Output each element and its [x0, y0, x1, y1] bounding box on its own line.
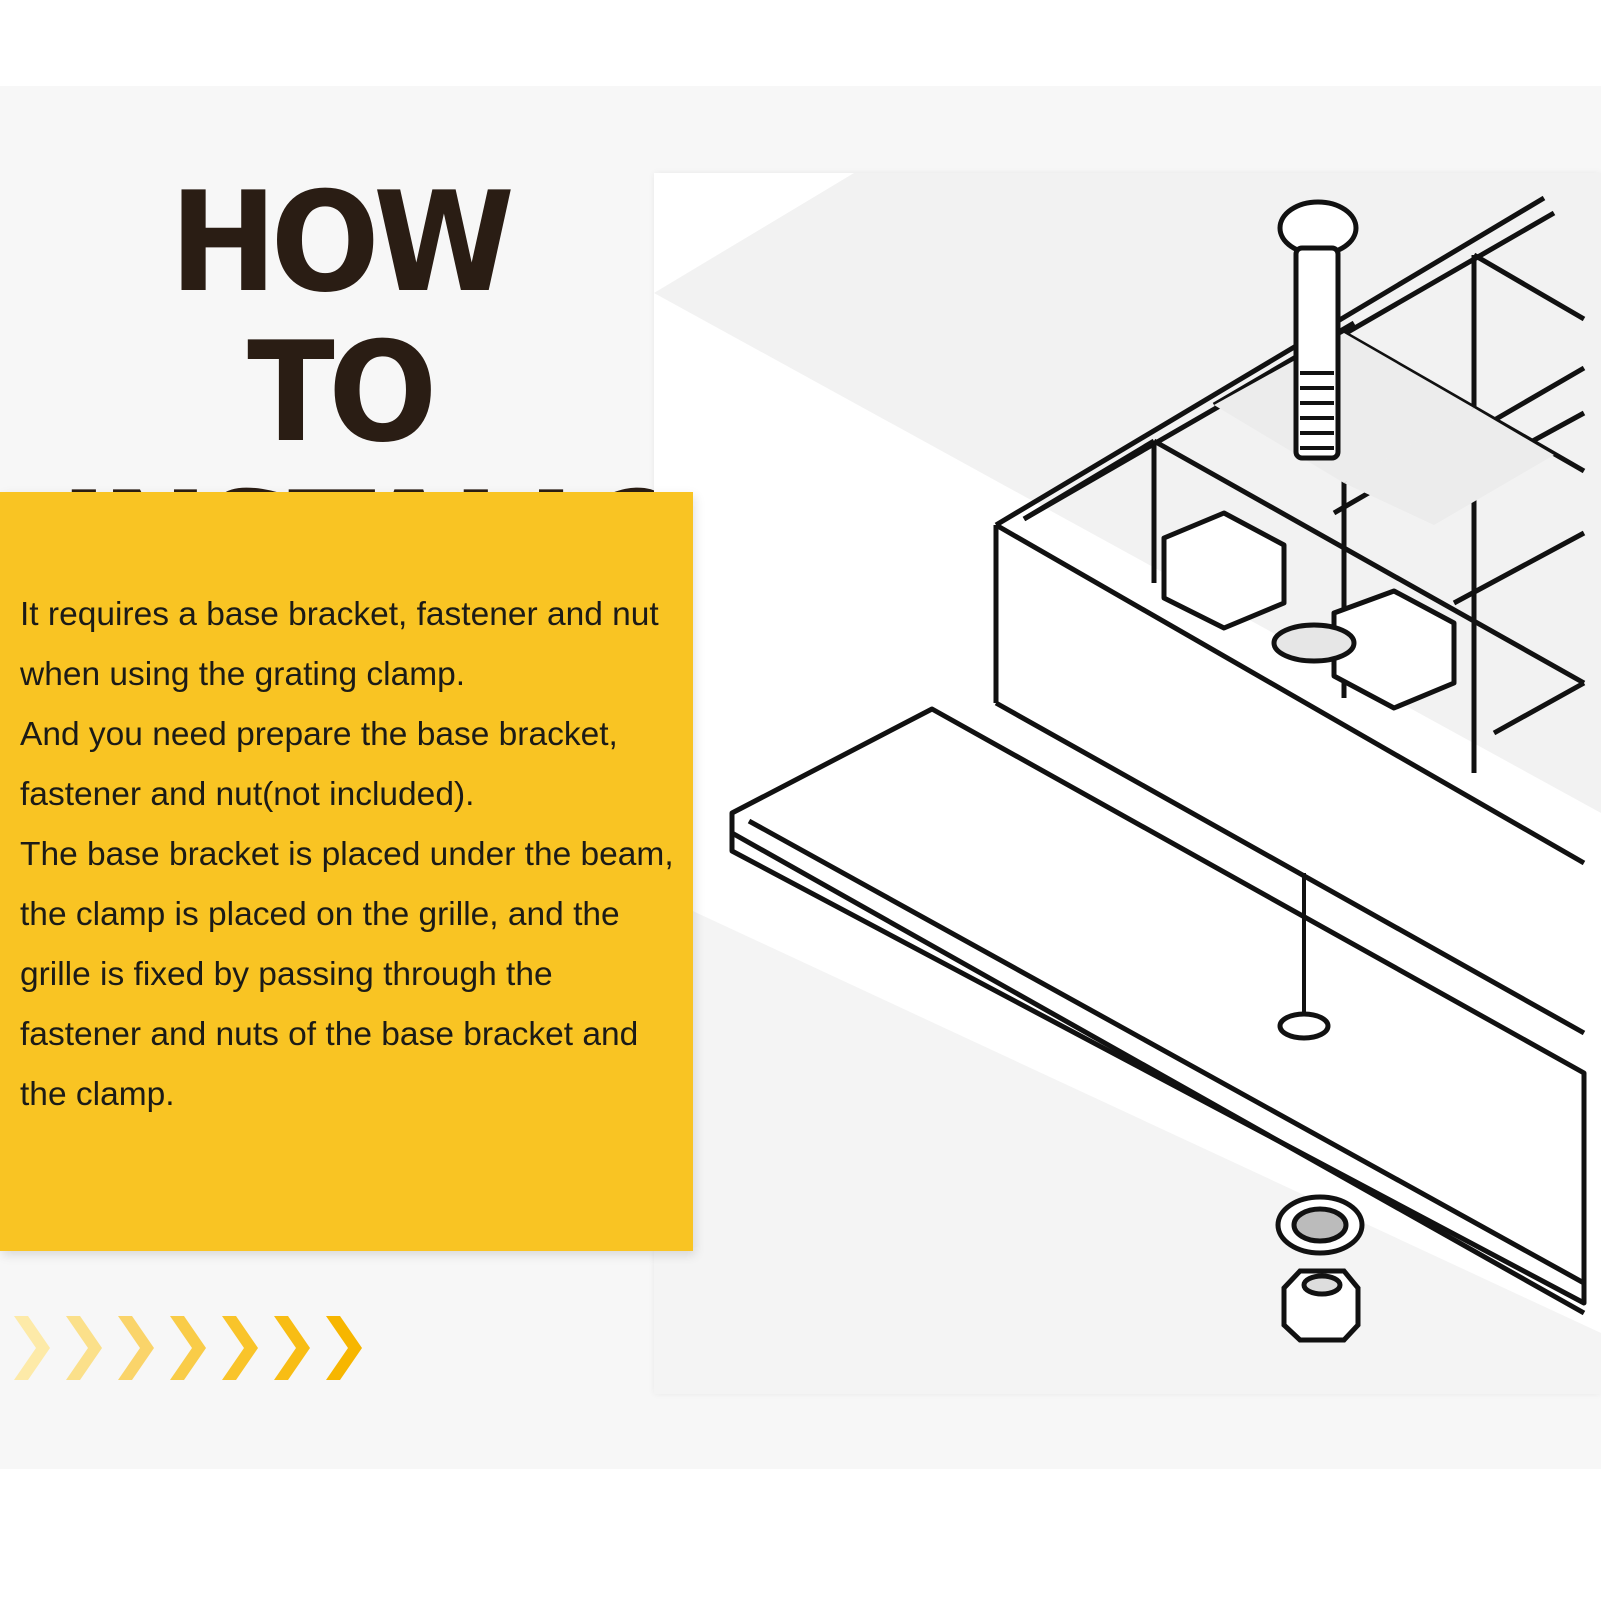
instruction-paragraph-3: The base bracket is placed under the bea… — [20, 836, 674, 1113]
instruction-paragraph-2: And you need prepare the base bracket, f… — [20, 716, 618, 813]
description-panel — [0, 492, 693, 1251]
bolt-drawing — [1277, 199, 1359, 461]
title-line-1: HOW TO — [169, 162, 515, 473]
installation-illustration — [654, 173, 1601, 1394]
beam-drawing — [729, 706, 1587, 1316]
chevron-right-icon — [326, 1316, 362, 1380]
installation-instructions: It requires a base bracket, fastener and… — [20, 585, 680, 1125]
washer-nut-drawing — [1275, 1194, 1365, 1343]
chevron-right-icon — [170, 1316, 206, 1380]
chevron-right-icon — [66, 1316, 102, 1380]
chevron-right-icon — [274, 1316, 310, 1380]
clamp-drawing — [1161, 510, 1457, 711]
instruction-paragraph-1: It requires a base bracket, fastener and… — [20, 596, 659, 693]
chevron-right-icon — [222, 1316, 258, 1380]
chevron-decoration — [14, 1316, 362, 1380]
chevron-right-icon — [14, 1316, 50, 1380]
chevron-right-icon — [118, 1316, 154, 1380]
